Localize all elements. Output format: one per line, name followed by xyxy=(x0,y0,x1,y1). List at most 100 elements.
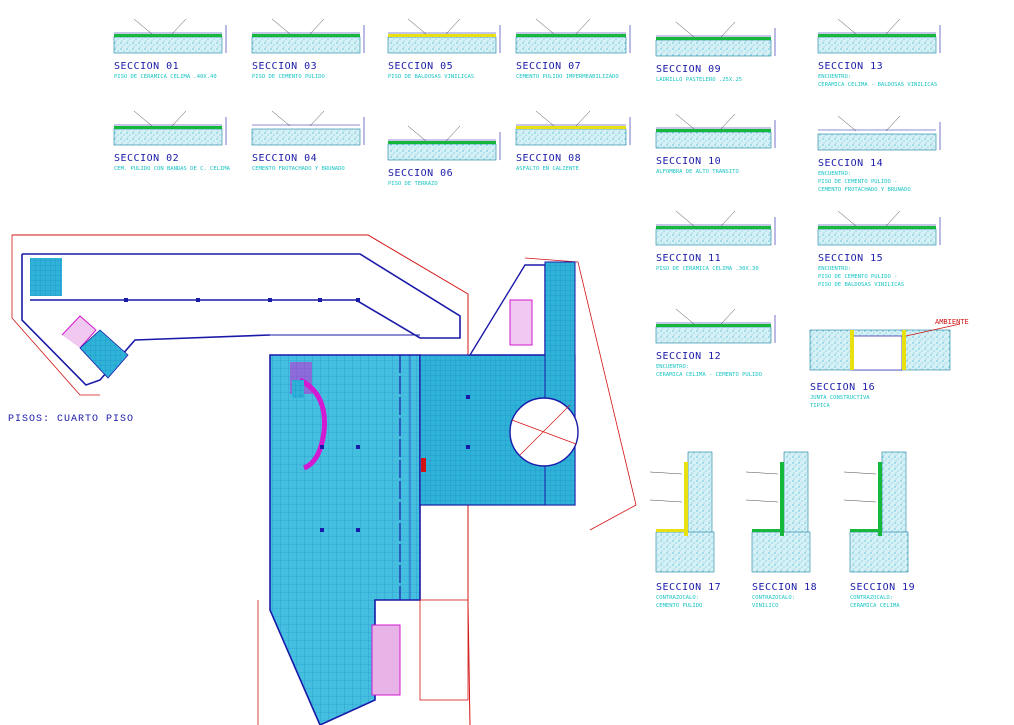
round-room-axis-2 xyxy=(519,404,571,456)
s10-description: ALFOMBRA DE ALTO TRANSITO xyxy=(656,169,739,175)
s17-wall xyxy=(687,451,713,543)
s19-floor-finish xyxy=(850,529,882,532)
s12-finish xyxy=(656,324,771,327)
s09-finish xyxy=(656,37,771,40)
s19-skirting xyxy=(878,462,882,536)
s05-leader xyxy=(445,18,461,35)
lower-stair-outline xyxy=(419,599,469,701)
s17-description: CEMENTO PULIDO xyxy=(656,603,703,609)
entry-curve xyxy=(292,380,304,398)
s14-leader xyxy=(837,115,857,132)
s01-leader xyxy=(171,18,187,35)
plan-title: PISOS: CUARTO PISO xyxy=(8,414,135,425)
s03-title: SECCION 03 xyxy=(252,61,318,72)
s13-leader xyxy=(837,18,857,35)
s16-sealant xyxy=(850,330,854,370)
s11-leader xyxy=(720,210,736,227)
s19-description: CERAMICA CELIMA xyxy=(850,603,900,609)
s15-leader xyxy=(837,210,857,227)
s08-leader xyxy=(575,110,591,127)
s18-skirting xyxy=(780,462,784,536)
round-room-axis xyxy=(511,419,577,445)
s11-slab xyxy=(655,228,772,246)
s10-finish xyxy=(656,129,771,132)
s17-leader xyxy=(649,499,683,503)
s16-joint xyxy=(851,335,903,371)
s11-description: PISO DE CERAMICA CELIMA .30X.30 xyxy=(656,266,759,272)
s19-description: CONTRAZOCALO: xyxy=(850,595,894,601)
red-marker xyxy=(421,458,426,472)
s06-leader xyxy=(407,125,427,142)
s03-finish xyxy=(252,34,360,37)
s04-leader xyxy=(309,110,325,127)
s15-slab xyxy=(817,228,937,246)
ambiente-label: AMBIENTE xyxy=(935,318,969,326)
s07-leader xyxy=(575,18,591,35)
s07-finish xyxy=(516,34,626,37)
s19-leader xyxy=(843,471,877,475)
s04-leader xyxy=(271,110,291,127)
s19-slab xyxy=(849,531,909,573)
s03-leader xyxy=(309,18,325,35)
s18-description: CONTRAZOCALO: xyxy=(752,595,796,601)
s16-sealant xyxy=(902,330,906,370)
s12-description: ENCUENTRO: xyxy=(656,364,690,370)
s13-description: ENCUENTRO: xyxy=(818,74,852,80)
s18-wall xyxy=(783,451,809,543)
s02-title: SECCION 02 xyxy=(114,153,180,164)
s13-leader xyxy=(885,18,901,35)
s09-description: LADRILLO PASTELERO .25X.25 xyxy=(656,77,743,83)
s15-description: PISO DE BALDOSAS VINILICAS xyxy=(818,282,905,288)
s01-finish xyxy=(114,34,222,37)
s08-finish xyxy=(516,126,626,129)
s12-title: SECCION 12 xyxy=(656,351,722,362)
s03-slab xyxy=(251,36,361,54)
s14-leader xyxy=(885,115,901,132)
s15-leader xyxy=(885,210,901,227)
s01-description: PISO DE CERAMICA CELIMA .40X.40 xyxy=(114,74,217,80)
s18-title: SECCION 18 xyxy=(752,582,818,593)
s02-finish xyxy=(114,126,222,129)
s14-description: CEMENTO FROTACHADO Y BRUNADO xyxy=(818,187,911,193)
s14-description: ENCUENTRO: xyxy=(818,171,852,177)
s13-title: SECCION 13 xyxy=(818,61,884,72)
s19-wall xyxy=(881,451,907,543)
s02-slab xyxy=(113,128,223,146)
east-strip xyxy=(544,261,576,506)
section-details xyxy=(113,18,961,573)
s05-slab xyxy=(387,36,497,54)
s18-slab xyxy=(751,531,811,573)
s09-leader xyxy=(720,21,736,38)
s08-leader xyxy=(535,110,555,127)
floor-plan xyxy=(11,234,637,725)
s16-leader xyxy=(905,323,961,337)
s07-description: CEMENTO PULIDO IMPERMEABILIZADO xyxy=(516,74,619,80)
s07-title: SECCION 07 xyxy=(516,61,582,72)
s18-leader xyxy=(745,471,779,475)
site-boundary-east xyxy=(524,257,637,531)
s02-leader xyxy=(133,110,153,127)
s19-leader xyxy=(843,499,877,503)
s06-description: PISO DE TERRAZO xyxy=(388,181,438,187)
s09-leader xyxy=(675,21,695,38)
s11-leader xyxy=(675,210,695,227)
s05-finish xyxy=(388,34,496,37)
west-stair xyxy=(61,315,97,349)
s18-description: VINILICO xyxy=(752,603,779,609)
s15-finish xyxy=(818,226,936,229)
s10-leader xyxy=(720,113,736,130)
s17-description: CONTRAZOCALO: xyxy=(656,595,700,601)
west-landing xyxy=(79,329,129,379)
s05-description: PISO DE BALDOSAS VINILICAS xyxy=(388,74,475,80)
s05-leader xyxy=(407,18,427,35)
s10-title: SECCION 10 xyxy=(656,156,722,167)
s13-finish xyxy=(818,34,936,37)
s12-leader xyxy=(675,308,695,325)
s10-slab xyxy=(655,131,772,149)
s01-slab xyxy=(113,36,223,54)
s11-finish xyxy=(656,226,771,229)
s06-slab xyxy=(387,143,497,161)
s03-leader xyxy=(271,18,291,35)
s16-description: JUNTA CONSTRUCTIVA xyxy=(810,395,870,401)
s08-slab xyxy=(515,128,627,146)
